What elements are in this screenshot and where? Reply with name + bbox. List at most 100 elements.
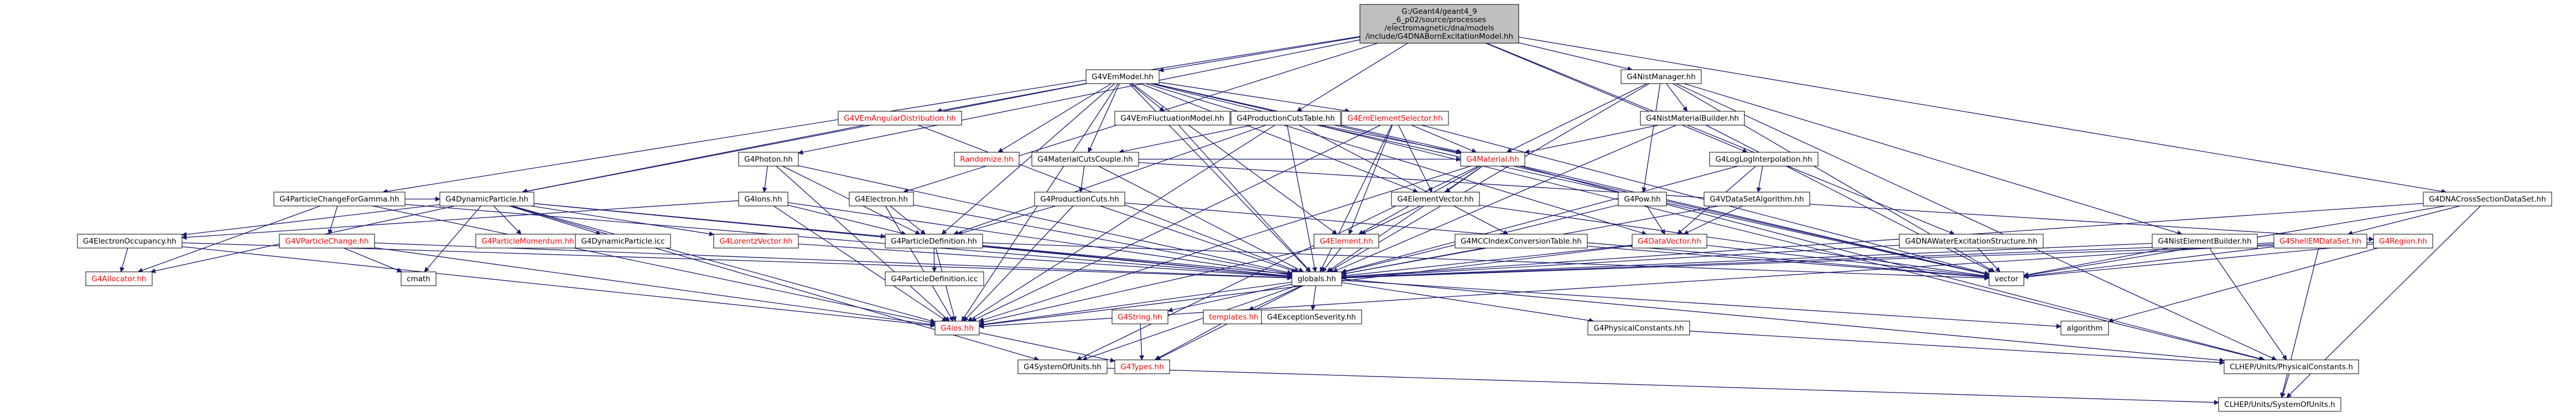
node-emelementselector[interactable]: G4EmElementSelector.hh — [1341, 111, 1449, 126]
node-label: /include/G4DNABornExcitationModel.hh — [1365, 32, 1513, 41]
edge-datavector-to-vector — [1706, 245, 1990, 279]
edge-electronoccupancy-to-ios — [181, 246, 936, 328]
node-clhep_phys[interactable]: CLHEP/Units/PhysicalConstants.h — [2224, 359, 2359, 374]
node-g4string[interactable]: G4String.hh — [1112, 309, 1168, 324]
node-exceptionseverity[interactable]: G4ExceptionSeverity.hh — [1261, 309, 1362, 324]
edge-nistelementbuilder-to-clhep_phys — [2209, 247, 2287, 360]
edge-nistmanager-to-clhep_phys — [1676, 83, 2277, 360]
node-productioncuts[interactable]: G4ProductionCuts.hh — [1034, 192, 1125, 207]
edge-nistmanager-to-nistelementbuilder — [1684, 83, 2183, 235]
edge-photon-to-globals — [798, 165, 1292, 275]
node-label: G4ElementVector.hh — [1397, 195, 1473, 204]
node-vparticlechange[interactable]: G4VParticleChange.hh — [279, 234, 375, 249]
node-root[interactable]: G:/Geant4/geant4_9_6_p02/source/processe… — [1359, 4, 1519, 44]
node-label: G4ParticleMomentum.hh — [481, 237, 574, 246]
node-productioncutstable[interactable]: G4ProductionCutsTable.hh — [1230, 111, 1341, 126]
edge-dnacrossdataset_shell-to-ios — [979, 244, 2274, 329]
node-box — [1313, 234, 1379, 249]
edge-emelementselector-to-material — [1411, 125, 1477, 153]
node-particlechange[interactable]: G4ParticleChangeForGamma.hh — [273, 192, 406, 207]
node-label: CLHEP/Units/PhysicalConstants.h — [2230, 363, 2353, 371]
edge-productioncuts-to-ios — [963, 205, 1074, 322]
edge-dnacrosssection-to-dnacrossdataset_shell — [2347, 205, 2460, 236]
node-dnacrosssection[interactable]: G4DNACrossSectionDataSet.hh — [2423, 192, 2552, 207]
node-label: G4DNACrossSectionDataSet.hh — [2429, 195, 2546, 204]
edge-dnacrossdataset_shell-to-clhep_units — [2280, 247, 2319, 398]
node-electronoccupancy[interactable]: G4ElectronOccupancy.hh — [77, 234, 183, 249]
node-nistmanager[interactable]: G4NistManager.hh — [1621, 69, 1702, 84]
node-dynamicparticle[interactable]: G4DynamicParticle.hh — [439, 192, 534, 207]
node-datavector[interactable]: G4DataVector.hh — [1632, 234, 1707, 249]
node-allocator[interactable]: G4Allocator.hh — [85, 271, 153, 286]
edge-ions-to-particledefinition — [787, 204, 907, 236]
edge-vemmodel-to-randomize — [998, 83, 1112, 153]
edge-fpregion-to-algorithm — [2108, 247, 2378, 323]
node-ios[interactable]: G4ios.hh — [934, 321, 980, 336]
node-box — [1034, 192, 1125, 207]
node-ions[interactable]: G4Ions.hh — [738, 192, 788, 207]
node-box — [279, 234, 375, 249]
node-vector: vector — [1988, 271, 2024, 286]
node-fpregion[interactable]: G4Region.hh — [2373, 234, 2433, 249]
node-materialcutscouple[interactable]: G4MaterialCutsCouple.hh — [1031, 152, 1139, 167]
edge-loglog-to-globals — [1341, 166, 1738, 273]
node-dnawaterexcitation[interactable]: G4DNAWaterExcitationStructure.hh — [1899, 234, 2044, 249]
node-vemmodel[interactable]: G4VEmModel.hh — [1086, 69, 1160, 84]
edge-nistmaterialbuilder-to-material — [1524, 125, 1659, 154]
node-particledefinition[interactable]: G4ParticleDefinition.hh — [885, 234, 983, 249]
node-label: algorithm — [2066, 324, 2102, 333]
node-randomize[interactable]: Randomize.hh — [954, 152, 1020, 167]
node-label: G4ProductionCuts.hh — [1040, 195, 1119, 204]
node-label: _6_p02/source/processes — [1392, 16, 1486, 24]
edge-particlechange-to-vparticlechange — [328, 205, 338, 235]
node-elementvector[interactable]: G4ElementVector.hh — [1391, 192, 1480, 207]
node-electron[interactable]: G4Electron.hh — [849, 192, 914, 207]
edge-templates-to-types — [1154, 323, 1222, 360]
node-systemofunits[interactable]: G4SystemOfUnits.hh — [1017, 359, 1108, 374]
node-templates[interactable]: templates.hh — [1203, 309, 1265, 324]
edge-productioncutstable-to-globals — [1286, 125, 1317, 272]
node-nistelementbuilder[interactable]: G4NistElementBuilder.hh — [2152, 234, 2258, 249]
node-box — [2423, 192, 2552, 207]
edge-physicalconstants-to-clhep_phys — [1689, 331, 2225, 365]
node-box — [439, 192, 534, 207]
edge-vemmodel-to-vemangular — [936, 83, 1087, 113]
edge-globals-to-g4string — [1167, 283, 1292, 313]
node-physicalconstants[interactable]: G4PhysicalConstants.hh — [1587, 321, 1690, 336]
node-box — [1988, 271, 2024, 286]
node-box — [1114, 111, 1230, 126]
edge-dynamicparticle-to-particlemomentum — [493, 205, 522, 235]
edge-vdatasetalgorithm-to-datavector — [1683, 205, 1743, 235]
node-algorithm: algorithm — [2060, 321, 2109, 336]
node-label: G4VEmAngularDistribution.hh — [844, 114, 956, 123]
node-vdatasetalgorithm[interactable]: G4VDataSetAlgorithm.hh — [1704, 192, 1810, 207]
node-globals[interactable]: globals.hh — [1291, 271, 1342, 286]
node-label: G4VEmFluctuationModel.hh — [1120, 114, 1224, 123]
edge-globals-to-exceptionseverity — [1310, 285, 1316, 311]
edge-vparticlechange-to-ios — [374, 247, 936, 327]
edge-emelementselector-to-ios — [971, 125, 1381, 322]
node-dnacrossdataset_shell[interactable]: G4ShellEMDataSet.hh — [2273, 234, 2367, 249]
node-pow[interactable]: G4Pow.hh — [1618, 192, 1667, 207]
node-loglog[interactable]: G4LogLogInterpolation.hh — [1709, 152, 1819, 167]
node-box — [1618, 192, 1667, 207]
node-clhep_units[interactable]: CLHEP/Units/SystemOfUnits.h — [2218, 397, 2341, 412]
node-label: Randomize.hh — [960, 155, 1013, 164]
node-element[interactable]: G4Element.hh — [1313, 234, 1379, 249]
node-box — [849, 192, 914, 207]
edge-pow-to-datavector — [1647, 205, 1665, 235]
node-dynamicparticleicc: G4DynamicParticle.icc — [575, 234, 671, 249]
node-particlemomentum[interactable]: G4ParticleMomentum.hh — [475, 234, 580, 249]
node-material[interactable]: G4Material.hh — [1460, 152, 1525, 167]
node-box — [2060, 321, 2109, 336]
node-box — [1261, 309, 1362, 324]
node-mcindex[interactable]: G4MCCIndexConversionTable.hh — [1455, 234, 1588, 249]
node-lorentzvector[interactable]: G4LorentzVector.hh — [713, 234, 799, 249]
node-vemfluct[interactable]: G4VEmFluctuationModel.hh — [1114, 111, 1230, 126]
node-photon[interactable]: G4Photon.hh — [738, 152, 799, 167]
edge-element-to-globals — [1322, 247, 1342, 272]
node-nistmaterialbuilder[interactable]: G4NistMaterialBuilder.hh — [1640, 111, 1745, 126]
node-box — [1086, 69, 1160, 84]
node-types[interactable]: G4Types.hh — [1114, 359, 1170, 374]
node-vemangular[interactable]: G4VEmAngularDistribution.hh — [838, 111, 962, 126]
